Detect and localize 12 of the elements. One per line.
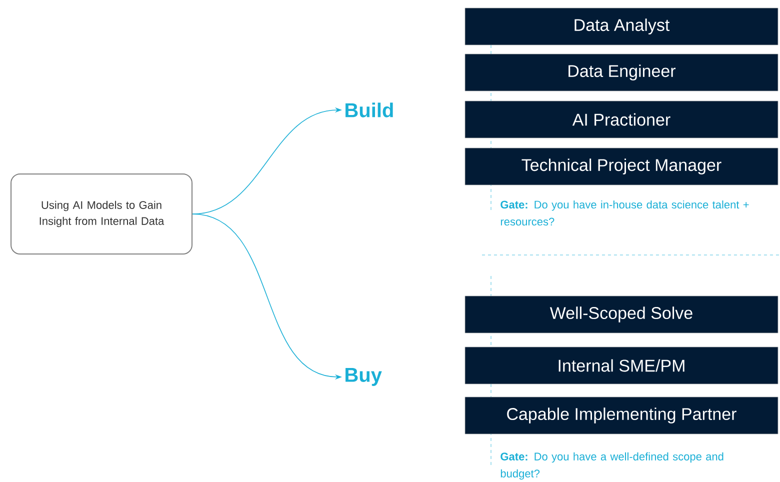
role-bar: Data Engineer <box>464 54 778 92</box>
gate-note: Gate: Do you have in-house data science talent + resources? <box>500 200 749 226</box>
role-bar: AI Practioner <box>464 100 778 138</box>
role-bar: Data Analyst <box>464 8 778 46</box>
branch-label: Buy <box>346 368 382 386</box>
role-bar: Well-Scoped Solve <box>464 296 778 334</box>
branch-label: Build <box>346 102 393 118</box>
role-bar: Technical Project Manager <box>464 148 778 186</box>
role-bar: Internal SME/PM <box>464 346 778 384</box>
role-bar: Capable Implementing Partner <box>464 396 778 434</box>
gate-note: Gate: Do you have a well-defined scope and budget? <box>500 452 724 480</box>
topic-box: Using AI Models to Gain Insight from Internal Data <box>10 174 192 254</box>
